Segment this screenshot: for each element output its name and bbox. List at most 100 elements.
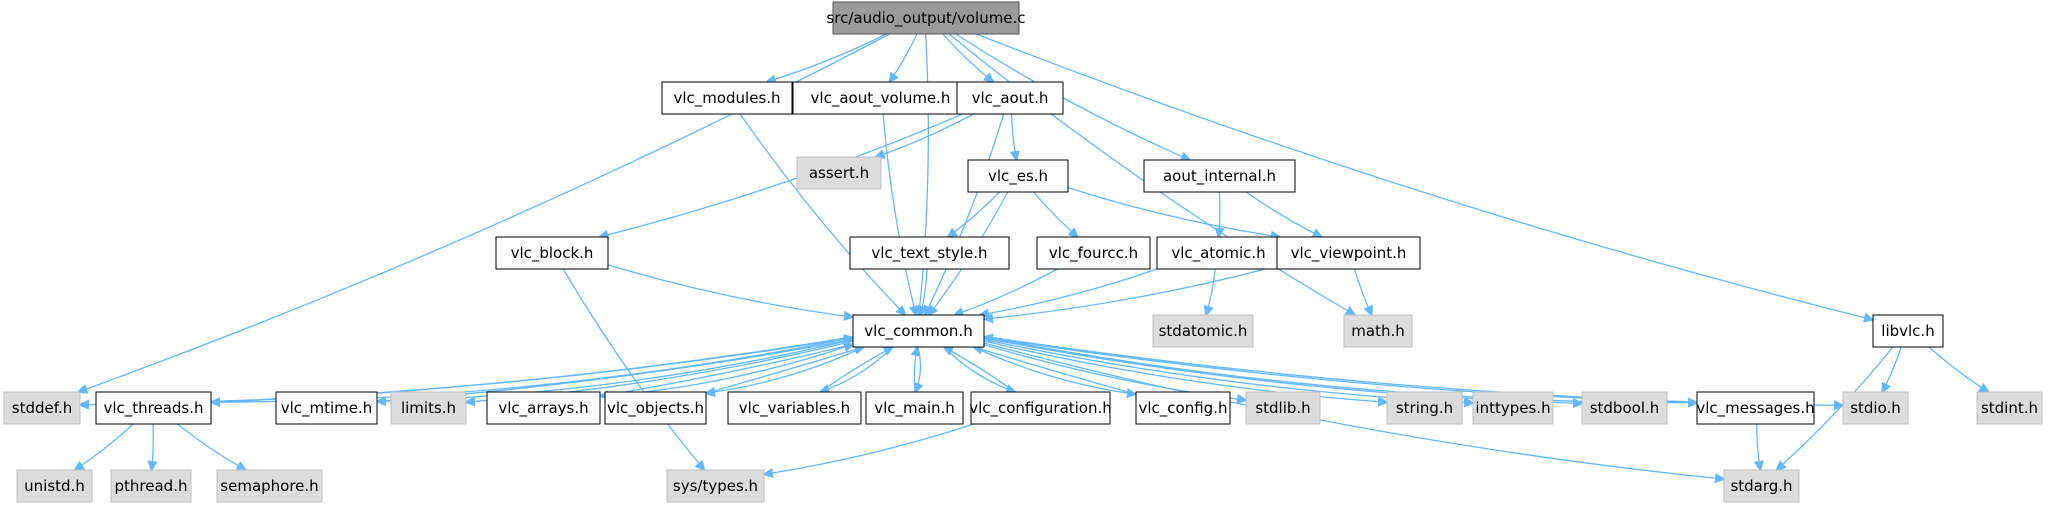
node-box (796, 156, 882, 190)
node-label: vlc_block.h (511, 244, 594, 263)
edge-vlc_fourcc_h-to-vlc_common_h (954, 268, 1058, 315)
edge-vlc_common_h-to-vlc_config_h (973, 346, 1137, 394)
edge-vlc_es_h-to-vlc_fourcc_h (1033, 191, 1078, 237)
node-label: string.h (1396, 399, 1453, 417)
node-box (727, 391, 862, 425)
edge-vlc_objects_h-to-vlc_common_h (705, 347, 864, 394)
node-label: pthread.h (115, 477, 188, 495)
node-box (1723, 469, 1800, 503)
node-sys-types-h[interactable]: sys/types.h (666, 469, 765, 503)
node-vlc-main-h[interactable]: vlc_main.h (865, 391, 964, 425)
node-box (865, 391, 964, 425)
edge-vlc_atomic_h-to-stdatomic_h (1206, 268, 1216, 315)
node-math-h[interactable]: math.h (1343, 314, 1413, 348)
node-label: vlc_aout.h (972, 89, 1049, 108)
node-label: aout_internal.h (1163, 167, 1276, 186)
edge-vlc_aout_volume_h-to-vlc_common_h (882, 113, 916, 315)
edge-aout_internal_h-to-vlc_viewpoint_h (1245, 191, 1321, 237)
node-box (1135, 391, 1231, 425)
node-box (275, 391, 378, 425)
node-stdint-h[interactable]: stdint.h (1976, 391, 2043, 425)
node-stdlib-h[interactable]: stdlib.h (1245, 391, 1321, 425)
node-box (1152, 314, 1254, 348)
edge-vlc_atomic_h-to-vlc_common_h (980, 268, 1158, 315)
node-vlc-config-h[interactable]: vlc_config.h (1135, 391, 1231, 425)
node-libvlc-h[interactable]: libvlc.h (1872, 314, 1944, 348)
node-vlc-threads-h[interactable]: vlc_threads.h (95, 391, 212, 425)
node-box (16, 469, 93, 503)
node-semaphore-h[interactable]: semaphore.h (216, 469, 323, 503)
node-box (486, 391, 601, 425)
edge-vlc_aout_h-to-assert_h (876, 113, 974, 157)
node-label: stdbool.h (1590, 399, 1660, 417)
node-box (3, 391, 81, 425)
edge-vlc_es_h-to-vlc_viewpoint_h (1067, 186, 1280, 237)
node-stddef-h[interactable]: stddef.h (3, 391, 81, 425)
node-label: vlc_messages.h (1696, 399, 1814, 418)
node-vlc-messages-h[interactable]: vlc_messages.h (1696, 391, 1815, 425)
edge-root-to-vlc_modules_h (767, 33, 887, 82)
node-root[interactable]: src/audio_output/volume.c (826, 1, 1026, 35)
node-limits-h[interactable]: limits.h (390, 391, 467, 425)
node-vlc-text-style-h[interactable]: vlc_text_style.h (849, 236, 1010, 270)
edge-vlc_aout_h-to-vlc_es_h (1012, 113, 1017, 160)
node-string-h[interactable]: string.h (1386, 391, 1463, 425)
node-stdio-h[interactable]: stdio.h (1842, 391, 1909, 425)
node-vlc-block-h[interactable]: vlc_block.h (495, 236, 609, 270)
node-inttypes-h[interactable]: inttypes.h (1472, 391, 1554, 425)
node-vlc-aout-h[interactable]: vlc_aout.h (956, 81, 1064, 115)
node-assert-h[interactable]: assert.h (796, 156, 882, 190)
node-box (970, 391, 1111, 425)
node-unistd-h[interactable]: unistd.h (16, 469, 93, 503)
node-box (1276, 236, 1421, 270)
node-vlc-variables-h[interactable]: vlc_variables.h (727, 391, 862, 425)
node-vlc-aout-volume-h[interactable]: vlc_aout_volume.h (792, 81, 969, 115)
edge-vlc_threads_h-to-semaphore_h (176, 423, 245, 470)
node-label: semaphore.h (220, 477, 318, 495)
node-label: vlc_arrays.h (498, 399, 588, 418)
node-vlc-arrays-h[interactable]: vlc_arrays.h (486, 391, 601, 425)
node-vlc-mtime-h[interactable]: vlc_mtime.h (275, 391, 378, 425)
edge-vlc_modules_h-to-vlc_common_h (739, 113, 905, 315)
node-label: vlc_config.h (1139, 399, 1228, 418)
edge-vlc_text_style_h-to-vlc_common_h (921, 268, 928, 315)
edge-root-to-vlc_aout_volume_h (890, 33, 918, 82)
node-box (661, 81, 793, 115)
edge-aout_internal_h-to-vlc_atomic_h (1219, 191, 1220, 237)
node-label: stddef.h (12, 399, 72, 417)
node-label: vlc_viewpoint.h (1291, 244, 1407, 263)
edge-vlc_es_h-to-vlc_text_style_h (948, 191, 1001, 237)
node-aout-internal-h[interactable]: aout_internal.h (1143, 159, 1296, 193)
node-vlc-fourcc-h[interactable]: vlc_fourcc.h (1036, 236, 1151, 270)
node-box (110, 469, 192, 503)
node-stdbool-h[interactable]: stdbool.h (1581, 391, 1668, 425)
node-label: libvlc.h (1881, 322, 1934, 340)
edge-vlc_config_h-to-vlc_common_h (974, 347, 1137, 395)
node-vlc-atomic-h[interactable]: vlc_atomic.h (1156, 236, 1281, 270)
node-label: inttypes.h (1475, 399, 1550, 417)
node-vlc-modules-h[interactable]: vlc_modules.h (661, 81, 793, 115)
node-label: sys/types.h (673, 477, 758, 495)
node-box (832, 1, 1020, 35)
node-vlc-es-h[interactable]: vlc_es.h (967, 159, 1069, 193)
node-vlc-objects-h[interactable]: vlc_objects.h (604, 391, 707, 425)
node-box (852, 314, 985, 348)
node-label: stdatomic.h (1159, 322, 1248, 340)
node-pthread-h[interactable]: pthread.h (110, 469, 192, 503)
edge-vlc_aout_h-to-vlc_block_h (599, 113, 963, 237)
edge-vlc_common_h-to-vlc_configuration_h (943, 346, 1015, 392)
node-label: vlc_variables.h (739, 399, 850, 418)
node-stdarg-h[interactable]: stdarg.h (1723, 469, 1800, 503)
node-vlc-common-h[interactable]: vlc_common.h (852, 314, 985, 348)
node-vlc-configuration-h[interactable]: vlc_configuration.h (969, 391, 1112, 425)
node-stdatomic-h[interactable]: stdatomic.h (1152, 314, 1254, 348)
node-box (216, 469, 323, 503)
node-box (604, 391, 707, 425)
edge-vlc_common_h-to-vlc_objects_h (706, 346, 865, 393)
node-box (666, 469, 765, 503)
edge-vlc_viewpoint_h-to-math_h (1353, 268, 1372, 315)
node-label: vlc_text_style.h (871, 244, 987, 263)
node-box (792, 81, 969, 115)
node-vlc-viewpoint-h[interactable]: vlc_viewpoint.h (1276, 236, 1421, 270)
